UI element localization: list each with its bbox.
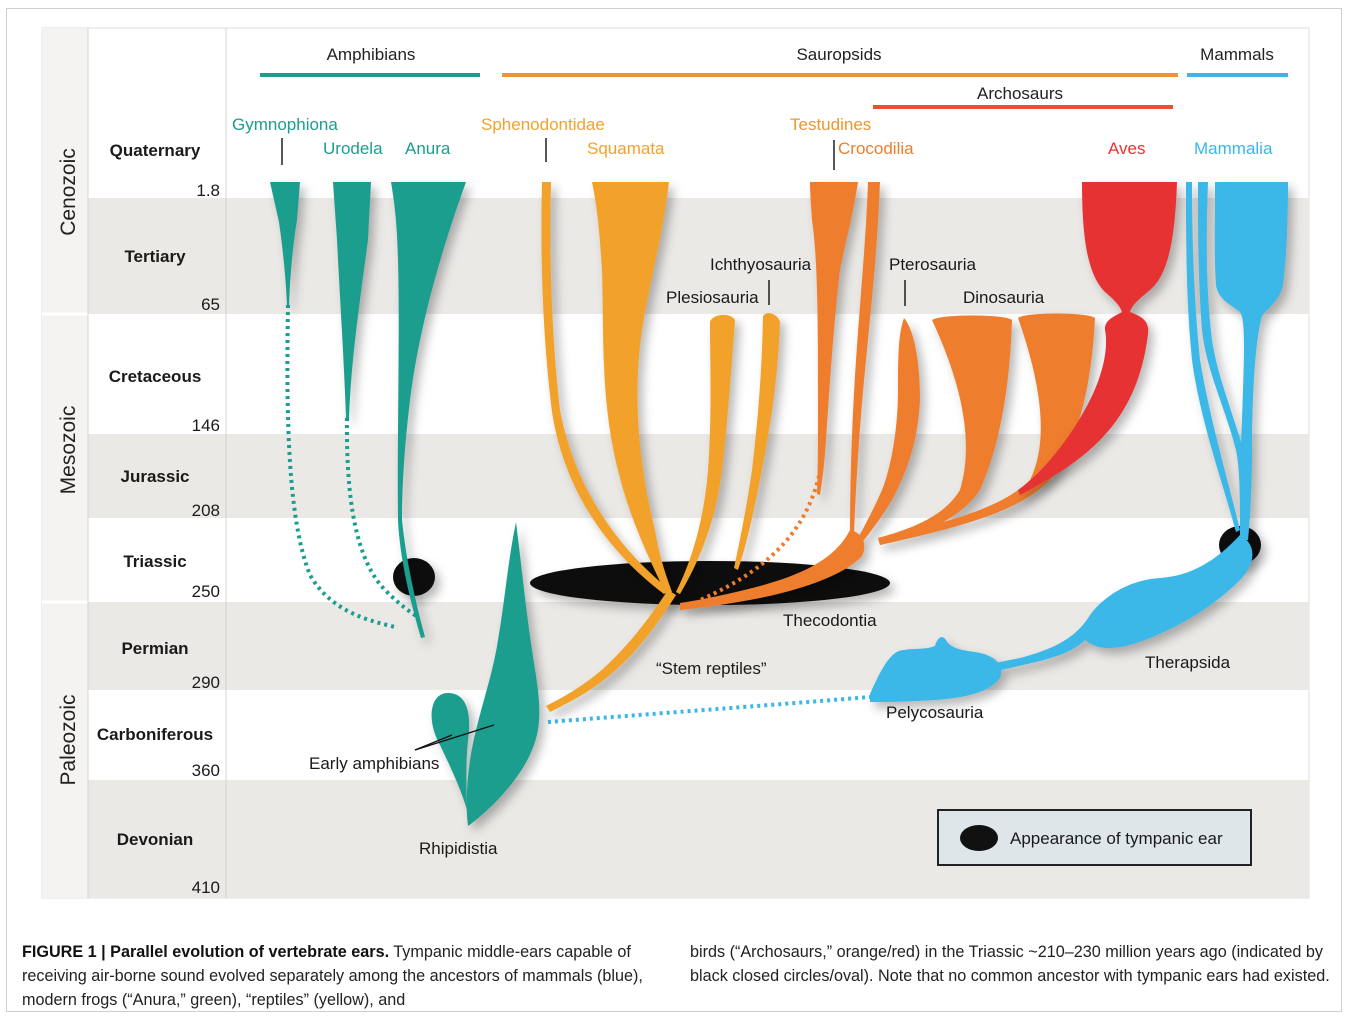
label-crocodilia: Crocodilia bbox=[838, 139, 914, 158]
caption-left-text: Tympanic middle-ears capable of receivin… bbox=[22, 943, 643, 1009]
label-stem-reptiles: “Stem reptiles” bbox=[656, 659, 767, 678]
period-labels: Quaternary Tertiary Cretaceous Jurassic … bbox=[97, 141, 213, 849]
label-anura: Anura bbox=[405, 139, 451, 158]
label-therapsida: Therapsida bbox=[1145, 653, 1231, 672]
bar-archosaurs bbox=[873, 105, 1173, 109]
label-aves: Aves bbox=[1108, 139, 1146, 158]
label-early-amphibians: Early amphibians bbox=[309, 754, 439, 773]
pointer-early-amphibians-2 bbox=[414, 724, 495, 751]
branch-testudines bbox=[810, 182, 858, 495]
period-permian: Permian bbox=[121, 639, 188, 658]
mammal-branches bbox=[870, 182, 1288, 702]
age-250: 250 bbox=[192, 582, 220, 601]
label-ichthyosauria: Ichthyosauria bbox=[710, 255, 812, 274]
age-410: 410 bbox=[192, 878, 220, 897]
legend: Appearance of tympanic ear bbox=[937, 809, 1252, 866]
era-column: Cenozoic Mesozoic Paleozoic bbox=[42, 28, 227, 898]
label-dinosauria: Dinosauria bbox=[963, 288, 1045, 307]
caption-title: FIGURE 1 | Parallel evolution of vertebr… bbox=[22, 943, 390, 961]
bar-amphibians bbox=[260, 73, 480, 77]
branch-ichthyosauria bbox=[734, 313, 780, 570]
label-gymnophiona: Gymnophiona bbox=[232, 115, 338, 134]
branch-dinosauria-ornithischia bbox=[878, 313, 1095, 545]
era-label-paleozoic: Paleozoic bbox=[57, 694, 80, 785]
period-quaternary: Quaternary bbox=[110, 141, 201, 160]
branch-anura bbox=[391, 182, 466, 638]
testudines-dotted bbox=[699, 461, 824, 602]
label-mammalia: Mammalia bbox=[1194, 139, 1273, 158]
branch-early-amphibian-small bbox=[431, 693, 470, 810]
period-jurassic: Jurassic bbox=[121, 467, 190, 486]
tympanic-oval-reptiles bbox=[530, 561, 890, 605]
branch-gymnophiona bbox=[270, 182, 300, 306]
amphibian-branches bbox=[270, 182, 540, 826]
branch-rhipidistia bbox=[466, 522, 540, 826]
legend-marker bbox=[960, 825, 998, 851]
branch-pelycosauria bbox=[870, 637, 1002, 702]
branch-squamata bbox=[592, 182, 672, 594]
label-plesiosauria: Plesiosauria bbox=[666, 288, 759, 307]
branch-aves bbox=[1018, 182, 1177, 495]
branch-stem-reptiles bbox=[546, 590, 676, 712]
label-rhipidistia: Rhipidistia bbox=[419, 839, 498, 858]
branch-plesiosauria bbox=[676, 314, 735, 594]
dotted-links bbox=[285, 304, 871, 724]
branch-dinosauria-saurischia bbox=[878, 315, 1012, 545]
legend-label: Appearance of tympanic ear bbox=[1010, 829, 1223, 848]
label-squamata: Squamata bbox=[587, 139, 665, 158]
group-archosaurs: Archosaurs bbox=[977, 84, 1063, 103]
band-jurassic bbox=[88, 434, 1309, 518]
branch-mammalia-main bbox=[1214, 182, 1288, 540]
branch-therapsida bbox=[990, 535, 1253, 672]
era-label-mesozoic: Mesozoic bbox=[57, 406, 80, 495]
branch-mammalia-thin-1 bbox=[1186, 182, 1240, 532]
taxon-labels-dark: Ichthyosauria Plesiosauria Pterosauria D… bbox=[309, 255, 1231, 858]
period-carboniferous: Carboniferous bbox=[97, 725, 213, 744]
age-labels: 1.8 65 146 208 250 290 360 410 bbox=[192, 181, 220, 897]
age-1-8: 1.8 bbox=[196, 181, 220, 200]
label-testudines: Testudines bbox=[790, 115, 871, 134]
branch-crocodilia bbox=[850, 182, 880, 535]
bar-mammals bbox=[1187, 73, 1288, 77]
age-208: 208 bbox=[192, 501, 220, 520]
taxon-labels-colored: Gymnophiona Urodela Anura Sphenodontidae… bbox=[232, 115, 1273, 158]
group-mammals: Mammals bbox=[1200, 45, 1274, 64]
group-sauropsids: Sauropsids bbox=[796, 45, 881, 64]
age-290: 290 bbox=[192, 673, 220, 692]
phylogeny-diagram: Cenozoic Mesozoic Paleozoic Quaternary T… bbox=[41, 27, 1310, 899]
label-thecodontia: Thecodontia bbox=[783, 611, 877, 630]
caption-left-column: FIGURE 1 | Parallel evolution of vertebr… bbox=[22, 940, 672, 1012]
period-devonian: Devonian bbox=[117, 830, 194, 849]
group-headers: Amphibians Sauropsids Mammals Archosaurs bbox=[260, 45, 1288, 109]
branch-pterosauria bbox=[856, 318, 920, 545]
age-65: 65 bbox=[201, 295, 220, 314]
pointer-lines bbox=[281, 138, 906, 751]
label-pterosauria: Pterosauria bbox=[889, 255, 976, 274]
bar-sauropsids bbox=[502, 73, 1178, 77]
branch-thecodontia bbox=[680, 530, 865, 610]
tympanic-circle-anura bbox=[393, 558, 435, 596]
branch-urodela bbox=[333, 182, 371, 418]
archosaur-branches bbox=[680, 182, 1095, 610]
label-sphenodontidae: Sphenodontidae bbox=[481, 115, 605, 134]
caption-right-text: birds (“Archosaurs,” orange/red) in the … bbox=[690, 943, 1330, 985]
bird-branch bbox=[1018, 182, 1177, 495]
period-cretaceous: Cretaceous bbox=[109, 367, 202, 386]
reptile-branches bbox=[541, 182, 780, 712]
gymnophiona-dotted bbox=[285, 304, 396, 629]
pelycosaur-dotted bbox=[547, 695, 871, 724]
caption-right-column: birds (“Archosaurs,” orange/red) in the … bbox=[690, 940, 1330, 988]
period-triassic: Triassic bbox=[123, 552, 186, 571]
label-urodela: Urodela bbox=[323, 139, 383, 158]
period-tertiary: Tertiary bbox=[124, 247, 186, 266]
age-146: 146 bbox=[192, 416, 220, 435]
group-amphibians: Amphibians bbox=[327, 45, 416, 64]
era-label-cenozoic: Cenozoic bbox=[57, 148, 80, 236]
label-pelycosauria: Pelycosauria bbox=[886, 703, 984, 722]
age-360: 360 bbox=[192, 761, 220, 780]
branch-mammalia-thin-2 bbox=[1198, 182, 1247, 530]
urodela-dotted bbox=[344, 417, 420, 619]
